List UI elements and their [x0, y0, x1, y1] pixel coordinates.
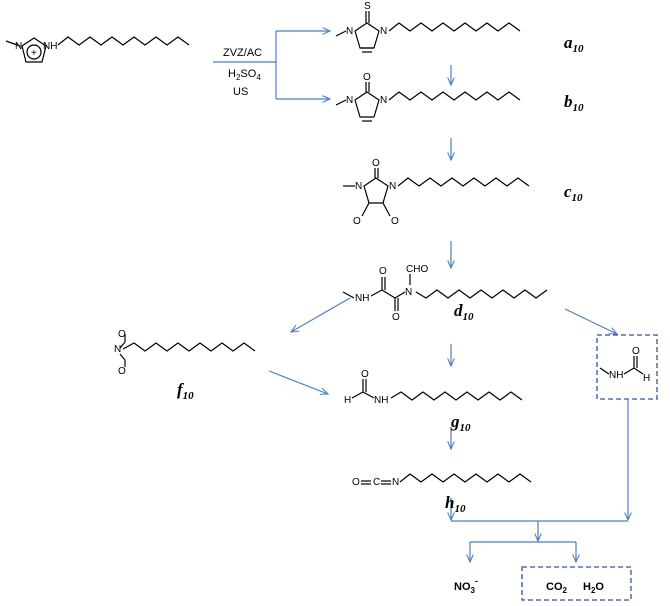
- atom-o: O: [352, 477, 360, 488]
- label-b10: b10: [564, 92, 584, 114]
- atom-n: N: [380, 95, 387, 106]
- atom-nh: NH: [43, 41, 57, 52]
- atom-n: N: [380, 26, 387, 37]
- atom-o: O: [372, 158, 380, 169]
- mineral-products-box: [521, 566, 632, 601]
- atom-n1: N: [15, 41, 22, 52]
- co2-product: CO2: [546, 581, 568, 595]
- atom-nh: NH: [609, 370, 623, 381]
- compound-c10: O O O N N c10: [343, 158, 583, 227]
- label-d10: d10: [454, 301, 474, 323]
- compound-b10: O N N b10: [335, 72, 584, 122]
- label-f10: f10: [177, 380, 194, 402]
- reaction-conditions: ZVZ/AC H2SO4 US: [223, 47, 262, 98]
- atom-n: N: [389, 181, 396, 192]
- atom-h: H: [643, 373, 650, 384]
- arrows: [213, 31, 628, 562]
- atom-n: N: [346, 95, 353, 106]
- atom-nh: NH: [355, 293, 369, 304]
- label-g10: g10: [450, 412, 471, 434]
- atom-c: C: [373, 477, 380, 488]
- formyl-group: CHO: [406, 264, 428, 275]
- atom-s: S: [364, 1, 371, 12]
- atom-o: O: [118, 329, 126, 340]
- atom-h: H: [344, 395, 351, 406]
- compound-f10: O N O f10: [114, 329, 256, 402]
- nitrate-product: NO3-: [454, 576, 478, 595]
- atom-n: N: [392, 477, 399, 488]
- atom-o: O: [361, 369, 369, 380]
- atom-n: N: [355, 181, 362, 192]
- atom-o: O: [392, 312, 400, 323]
- catalyst-label: ZVZ/AC: [223, 47, 262, 59]
- atom-o: O: [353, 216, 361, 227]
- atom-n: N: [346, 26, 353, 37]
- atom-nh: NH: [374, 395, 388, 406]
- compound-h10: O C N h10: [352, 473, 532, 515]
- positive-charge: +: [31, 48, 37, 59]
- acid-label: H2SO4: [228, 68, 261, 82]
- atom-o: O: [379, 266, 387, 277]
- water-product: H2O: [583, 581, 604, 595]
- atom-o: O: [363, 72, 371, 83]
- atom-o: O: [118, 366, 126, 377]
- compound-n-methylformamide: NH O H: [596, 334, 658, 400]
- final-products: NO3- CO2 H2O: [454, 566, 632, 601]
- compound-g10: H O NH g10: [344, 369, 523, 434]
- label-a10: a10: [564, 33, 584, 55]
- atom-n: N: [114, 344, 121, 355]
- fragment-box: [596, 334, 658, 400]
- starting-imidazolium: + N NH: [5, 36, 190, 63]
- method-label: US: [233, 86, 248, 98]
- compound-a10: S N N a10: [335, 1, 584, 55]
- atom-o: O: [391, 216, 399, 227]
- label-h10: h10: [445, 493, 466, 515]
- atom-n: N: [405, 287, 412, 298]
- compound-d10: NH O O N CHO d10: [342, 264, 548, 323]
- label-c10: c10: [564, 182, 583, 204]
- atom-o: O: [632, 346, 640, 357]
